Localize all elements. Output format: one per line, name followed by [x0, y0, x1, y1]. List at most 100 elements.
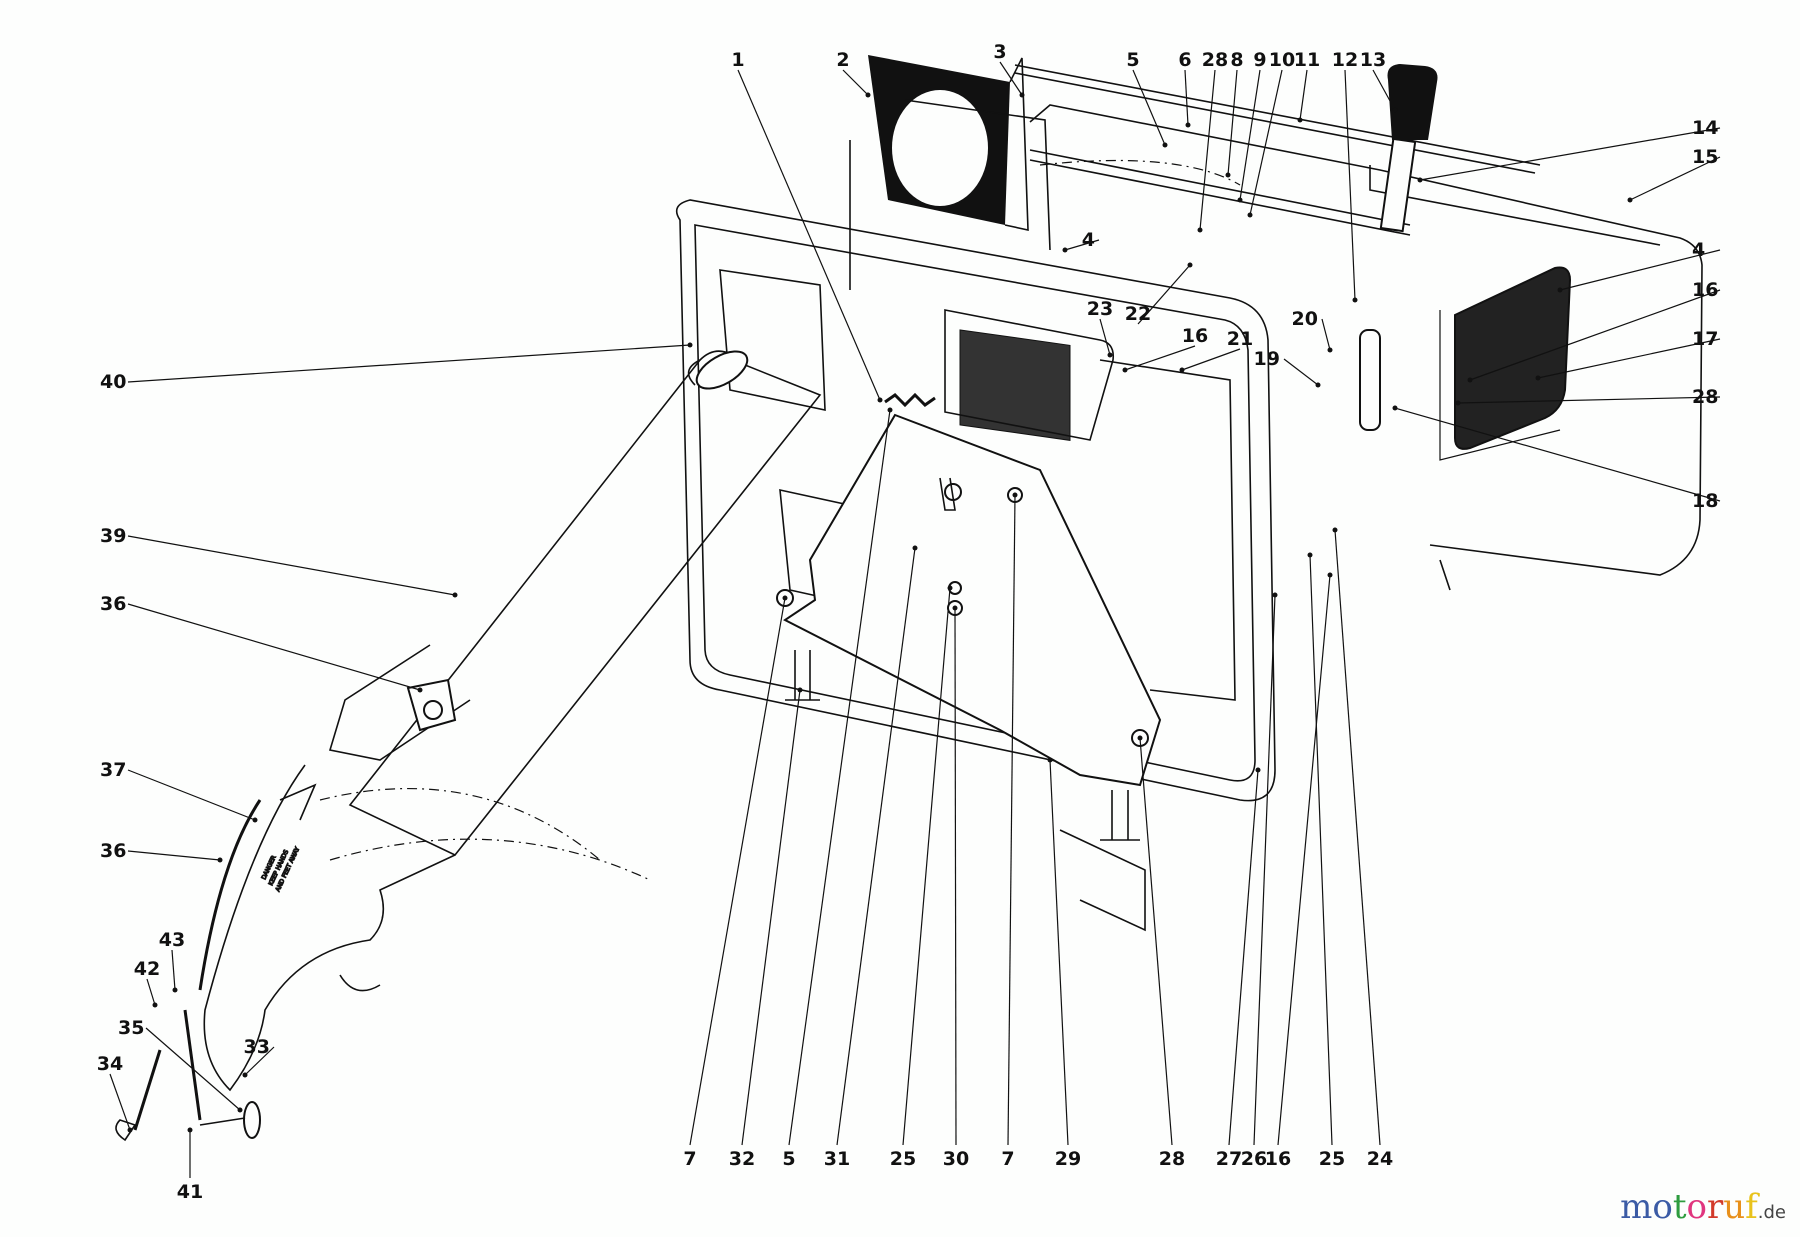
leader-dot-35 — [237, 1107, 243, 1113]
leader-dot-15 — [1627, 197, 1633, 203]
leader-dot-8 — [1225, 172, 1231, 178]
callout-36: 36 — [100, 840, 126, 862]
callout-40: 40 — [100, 371, 126, 393]
callout-16: 16 — [1182, 325, 1208, 347]
leader-dot-16 — [1122, 367, 1128, 373]
leader-dot-31 — [912, 545, 918, 551]
watermark-letter: m — [1620, 1187, 1653, 1227]
leader-line-17 — [1537, 338, 1721, 379]
leader-dot-33 — [242, 1072, 248, 1078]
leader-line-12 — [1344, 69, 1356, 301]
leader-line-24 — [1334, 529, 1381, 1146]
watermark-letter: t — [1672, 1187, 1687, 1227]
leader-dot-1 — [877, 397, 883, 403]
callout-39: 39 — [100, 525, 126, 547]
callout-9: 9 — [1253, 49, 1266, 71]
callout-34: 34 — [97, 1053, 123, 1075]
chute-warning-label: DANGER KEEP HANDS AND FEET AWAY — [260, 845, 302, 893]
leader-dot-30 — [952, 605, 958, 611]
callout-6: 6 — [1178, 49, 1191, 71]
callout-43: 43 — [159, 929, 185, 951]
callout-15: 15 — [1692, 146, 1718, 168]
watermark-letter: o — [1686, 1187, 1707, 1227]
leader-line-22 — [1137, 264, 1191, 325]
callout-13: 13 — [1360, 49, 1386, 71]
leader-dot-42 — [152, 1002, 158, 1008]
watermark-logo: motoruf.de — [1620, 1187, 1786, 1227]
leader-line-5 — [1132, 69, 1166, 146]
leader-line-40 — [127, 344, 691, 383]
leader-dot-19 — [1315, 382, 1321, 388]
callout-30: 30 — [943, 1148, 969, 1170]
leader-line-9 — [1239, 69, 1261, 201]
leader-dot-27 — [1255, 767, 1261, 773]
leader-line-26 — [1253, 594, 1276, 1146]
leader-line-2 — [842, 69, 869, 96]
leader-dot-4 — [1557, 287, 1563, 293]
leader-line-28 — [1199, 69, 1216, 231]
leader-line-16 — [1469, 289, 1721, 381]
leader-dot-4 — [1062, 247, 1068, 253]
leader-line-36 — [127, 850, 221, 861]
leader-dot-9 — [1237, 197, 1243, 203]
leader-dot-28 — [1137, 735, 1143, 741]
callout-26: 26 — [1241, 1148, 1267, 1170]
leader-line-20 — [1321, 318, 1331, 351]
leader-line-7 — [689, 597, 786, 1146]
leader-line-28 — [1139, 737, 1173, 1146]
leader-dot-5 — [1162, 142, 1168, 148]
leader-dot-12 — [1352, 297, 1358, 303]
callout-4: 4 — [1692, 239, 1705, 261]
leader-dot-29 — [1047, 757, 1053, 763]
callout-23: 23 — [1087, 298, 1113, 320]
callout-14: 14 — [1692, 117, 1718, 139]
leader-line-30 — [954, 607, 957, 1146]
callout-28: 28 — [1692, 386, 1718, 408]
leader-line-16 — [1277, 574, 1331, 1146]
callout-16: 16 — [1265, 1148, 1291, 1170]
watermark-text: motoruf — [1620, 1187, 1758, 1227]
leader-line-8 — [1227, 69, 1238, 176]
leader-dot-6 — [1185, 122, 1191, 128]
callout-24: 24 — [1367, 1148, 1393, 1170]
right-grille — [1454, 266, 1572, 450]
leader-dot-36 — [217, 857, 223, 863]
leader-line-39 — [127, 535, 456, 596]
leader-line-16 — [1124, 345, 1196, 371]
leader-line-33 — [244, 1046, 275, 1076]
leader-line-35 — [145, 1027, 241, 1111]
leader-line-4 — [1064, 239, 1100, 251]
leader-line-4 — [1559, 249, 1721, 291]
leader-dot-2 — [865, 92, 871, 98]
callout-32: 32 — [729, 1148, 755, 1170]
leader-dot-22 — [1187, 262, 1193, 268]
leader-line-11 — [1299, 69, 1308, 121]
callout-27: 27 — [1216, 1148, 1242, 1170]
callout-25: 25 — [890, 1148, 916, 1170]
leader-dot-23 — [1107, 352, 1113, 358]
callout-22: 22 — [1125, 303, 1151, 325]
leader-dot-36 — [417, 687, 423, 693]
leader-line-19 — [1283, 358, 1319, 386]
leader-dot-28 — [1455, 400, 1461, 406]
callout-10: 10 — [1269, 49, 1295, 71]
leader-dot-3 — [1019, 92, 1025, 98]
leader-line-18 — [1394, 407, 1721, 502]
leader-dot-32 — [797, 687, 803, 693]
leader-dot-14 — [1417, 177, 1423, 183]
leader-dot-16 — [1467, 377, 1473, 383]
callout-1: 1 — [731, 49, 744, 71]
leader-line-23 — [1099, 318, 1111, 356]
callout-16: 16 — [1692, 279, 1718, 301]
leader-dot-43 — [172, 987, 178, 993]
watermark-letter: o — [1652, 1187, 1673, 1227]
leader-dot-5 — [887, 407, 893, 413]
leader-dot-39 — [452, 592, 458, 598]
callout-29: 29 — [1055, 1148, 1081, 1170]
leader-dot-18 — [1392, 405, 1398, 411]
watermark-letter: f — [1745, 1187, 1758, 1227]
callout-5: 5 — [782, 1148, 795, 1170]
